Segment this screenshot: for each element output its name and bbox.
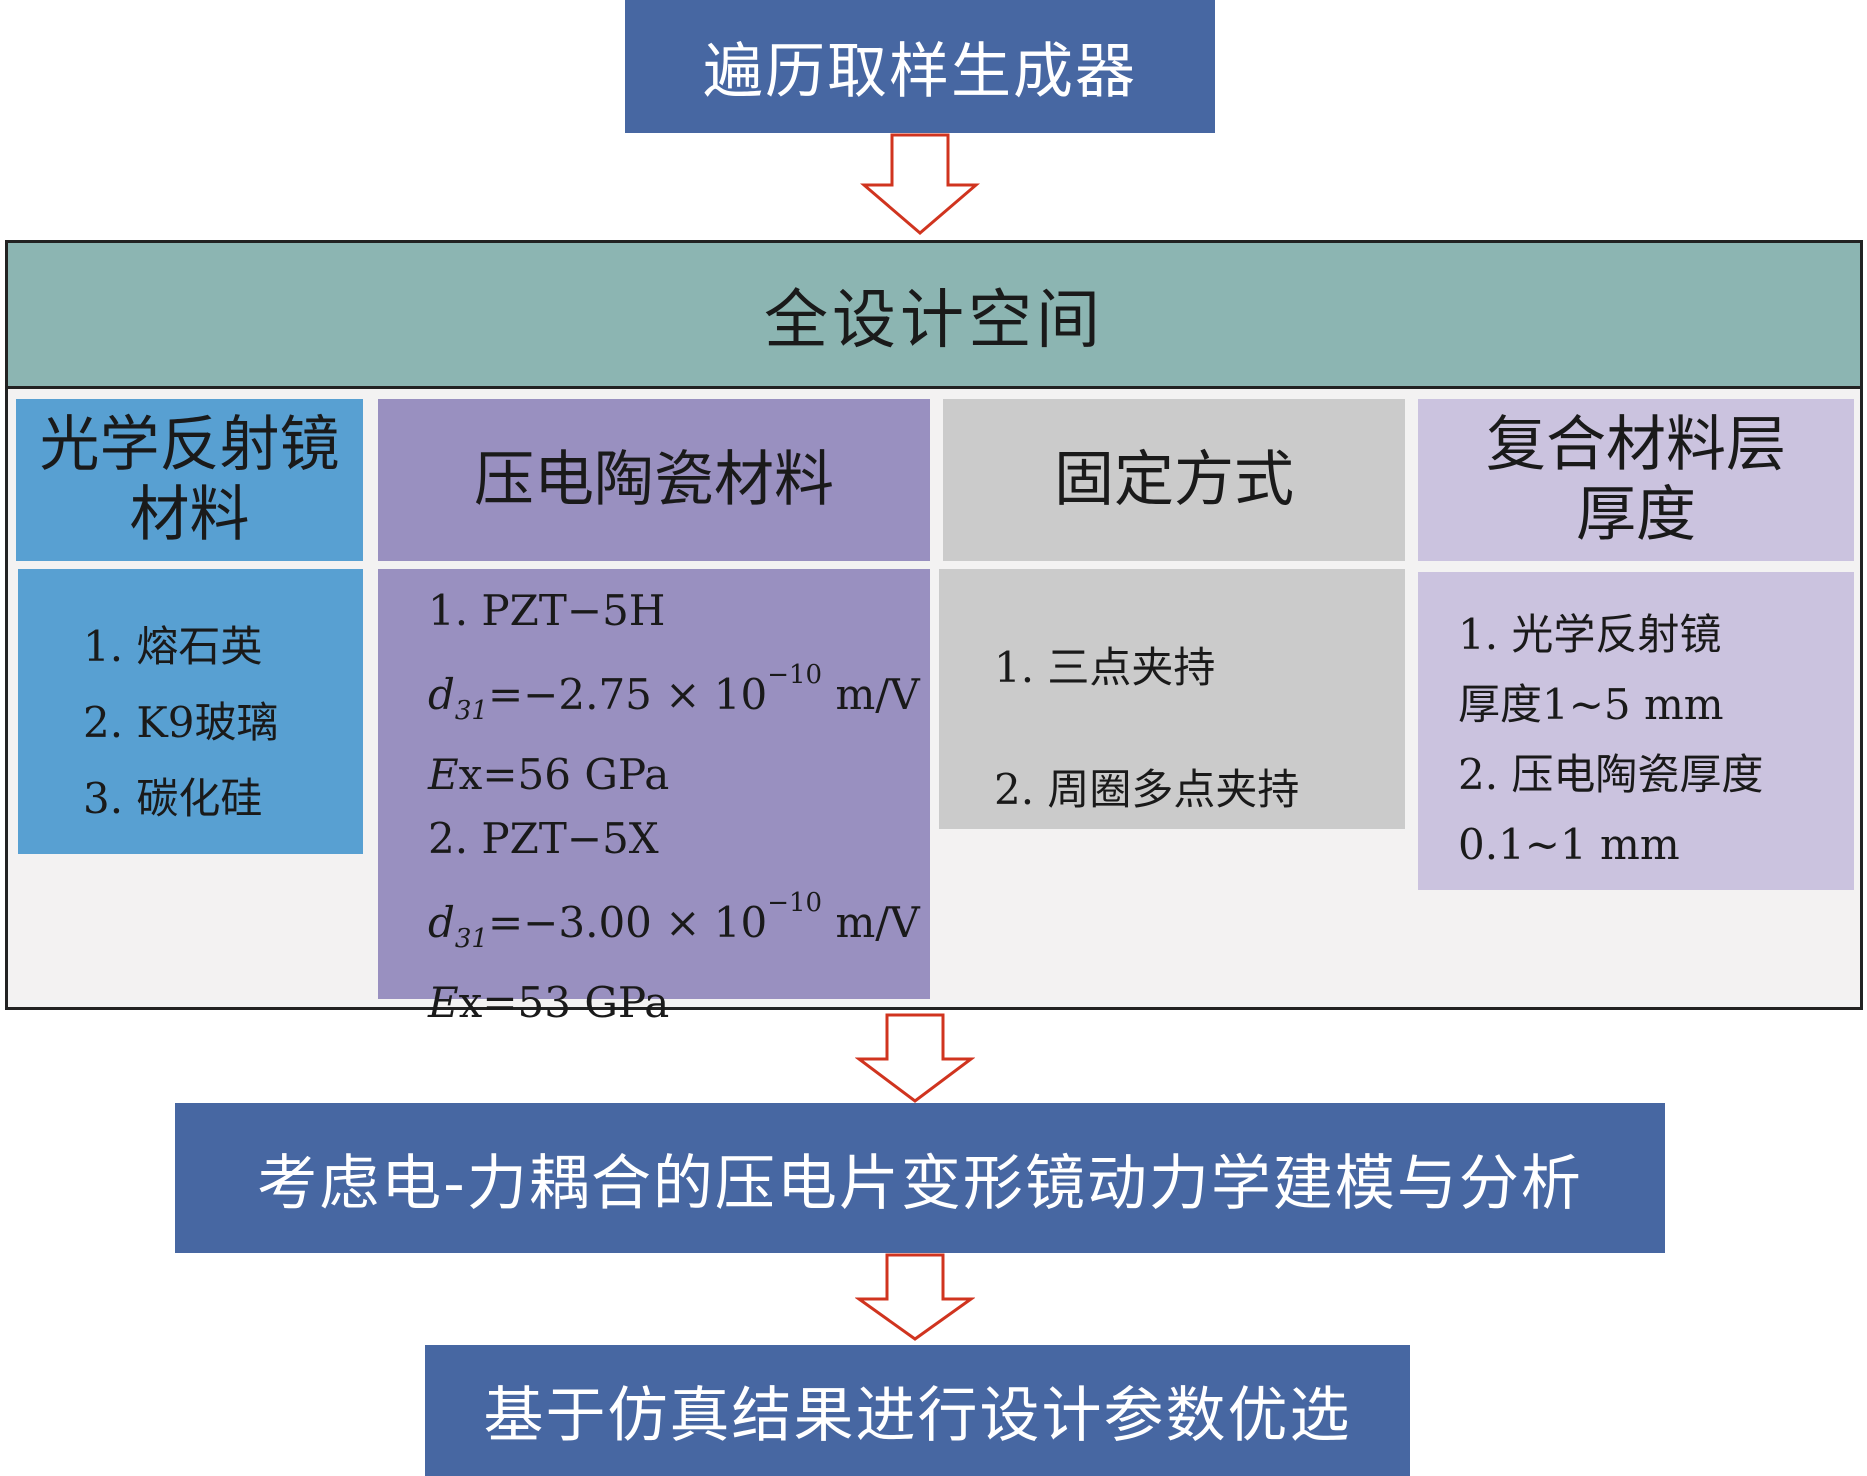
list-item: 2. PZT−5X [428,814,659,863]
design-space-panel: 全设计空间 光学反射镜 材料 1. 熔石英 2. K9玻璃 3. 碳化硅 压电陶… [5,240,1863,1027]
parameter-optimization-box: 基于仿真结果进行设计参数优选 [425,1345,1410,1476]
mounting-method-title-text: 固定方式 [1054,445,1294,515]
d31-unit: m/V [822,670,920,719]
mirror-material-title-line2: 材料 [129,480,250,550]
d31-symbol: d [428,898,455,947]
piezo-material-list: 1. PZT−5H d31=−2.75 × 10−10 m/V Ex=56 GP… [378,569,930,1027]
list-item: 2. 周圈多点夹持 [994,765,1300,814]
list-item: d31=−3.00 × 10−10 m/V [428,871,930,971]
design-space-title-text: 全设计空间 [764,283,1104,358]
modulus-value: x=56 GPa [458,750,670,799]
d31-exponent: −10 [767,660,823,690]
piezo-material-title: 压电陶瓷材料 [378,399,930,561]
modulus-value: x=53 GPa [458,978,670,1027]
d31-subscript: 31 [454,696,488,726]
layer-thickness-title: 复合材料层 厚度 [1418,399,1854,561]
list-item: 1. 光学反射镜 [1458,610,1722,659]
d31-subscript: 31 [454,924,488,954]
modulus-symbol: E [428,978,459,1027]
d31-symbol: d [428,670,455,719]
layer-thickness-list: 1. 光学反射镜 厚度1~5 mm 2. 压电陶瓷厚度 0.1~1 mm [1418,572,1854,890]
list-item: 0.1~1 mm [1458,820,1680,869]
d31-value: =−2.75 × 10 [487,670,768,719]
traversal-sampling-generator-label: 遍历取样生成器 [703,37,1137,107]
mirror-material-list: 1. 熔石英 2. K9玻璃 3. 碳化硅 [18,569,363,854]
list-item: 1. 熔石英 [83,622,263,671]
mirror-material-title: 光学反射镜 材料 [16,399,363,561]
dynamics-modeling-box: 考虑电-力耦合的压电片变形镜动力学建模与分析 [175,1103,1665,1253]
list-item: 1. PZT−5H [428,586,666,635]
down-arrow-icon [855,1253,975,1343]
dynamics-modeling-label: 考虑电-力耦合的压电片变形镜动力学建模与分析 [257,1148,1583,1219]
mirror-material-title-line1: 光学反射镜 [39,410,340,480]
d31-value: =−3.00 × 10 [487,898,768,947]
list-item: 3. 碳化硅 [83,774,263,823]
mounting-method-list: 1. 三点夹持 2. 周圈多点夹持 [939,569,1405,829]
modulus-symbol: E [428,750,459,799]
piezo-material-title-text: 压电陶瓷材料 [474,445,834,515]
list-item: Ex=56 GPa [428,743,930,807]
parameter-optimization-label: 基于仿真结果进行设计参数优选 [483,1381,1352,1451]
list-item: Ex=53 GPa [428,971,930,1035]
traversal-sampling-generator-box: 遍历取样生成器 [625,0,1215,133]
down-arrow-icon [860,133,980,236]
down-arrow-icon [855,1013,975,1105]
list-item: 厚度1~5 mm [1458,680,1724,729]
mounting-method-title: 固定方式 [943,399,1405,561]
list-item: 1. 三点夹持 [994,643,1216,692]
layer-thickness-title-line1: 复合材料层 [1486,410,1786,480]
d31-unit: m/V [822,898,920,947]
list-item: 2. 压电陶瓷厚度 [1458,750,1764,799]
list-item: d31=−2.75 × 10−10 m/V [428,643,930,743]
design-space-title: 全设计空间 [8,243,1860,389]
layer-thickness-title-line2: 厚度 [1576,480,1696,550]
d31-exponent: −10 [767,888,823,918]
list-item: 2. K9玻璃 [83,698,279,747]
